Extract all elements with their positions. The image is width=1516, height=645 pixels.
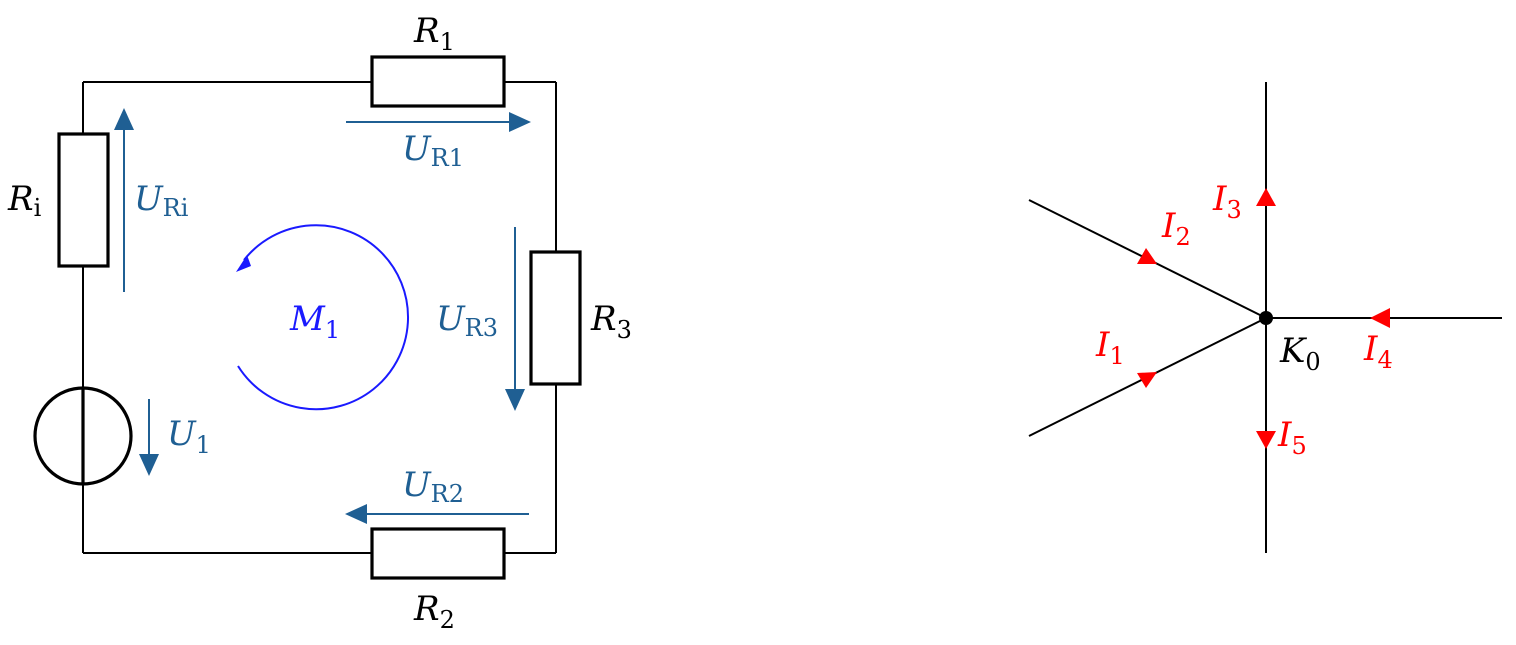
current-arrow-i4 <box>1370 308 1390 328</box>
label-i1: I1 <box>1095 325 1125 370</box>
voltage-arrow-u1 <box>139 399 159 476</box>
current-arrow-i1 <box>1137 372 1157 388</box>
resistor-r3 <box>529 250 582 386</box>
label-ur2: UR2 <box>402 465 464 508</box>
resistor-ri <box>57 132 110 268</box>
label-ur1: UR1 <box>402 129 464 172</box>
label-u1: U1 <box>167 414 211 459</box>
current-arrow-i5 <box>1256 431 1276 449</box>
voltage-arrow-ur1 <box>346 112 531 132</box>
label-r1: R1 <box>413 11 455 56</box>
label-ri: Ri <box>7 179 42 222</box>
voltage-arrow-ur3 <box>505 227 525 411</box>
voltage-arrow-ur2 <box>345 504 529 524</box>
current-arrow-i3 <box>1256 188 1276 206</box>
resistor-r1 <box>370 55 506 108</box>
label-i2: I2 <box>1161 206 1191 251</box>
current-arrow-i2 <box>1137 248 1157 264</box>
label-m1: M1 <box>289 299 340 344</box>
label-k0: K0 <box>1279 331 1321 376</box>
label-r2: R2 <box>413 589 455 634</box>
circuit-diagram: R1 R2 R3 Ri UR1 UR2 UR3 URi U1 M1 <box>7 11 632 634</box>
label-ur3: UR3 <box>436 299 498 342</box>
label-r3: R3 <box>590 299 632 344</box>
voltage-arrow-uri <box>114 108 134 292</box>
label-i3: I3 <box>1212 179 1242 224</box>
node-k0 <box>1259 311 1273 325</box>
label-uri: URi <box>134 179 189 222</box>
label-i4: I4 <box>1363 329 1393 374</box>
mesh-arrow-m1 <box>236 224 410 411</box>
node-diagram: I1 I2 I3 I4 I5 K0 <box>1028 82 1502 553</box>
resistor-r2 <box>370 527 506 580</box>
label-i5: I5 <box>1277 415 1307 460</box>
voltage-source <box>33 386 133 486</box>
